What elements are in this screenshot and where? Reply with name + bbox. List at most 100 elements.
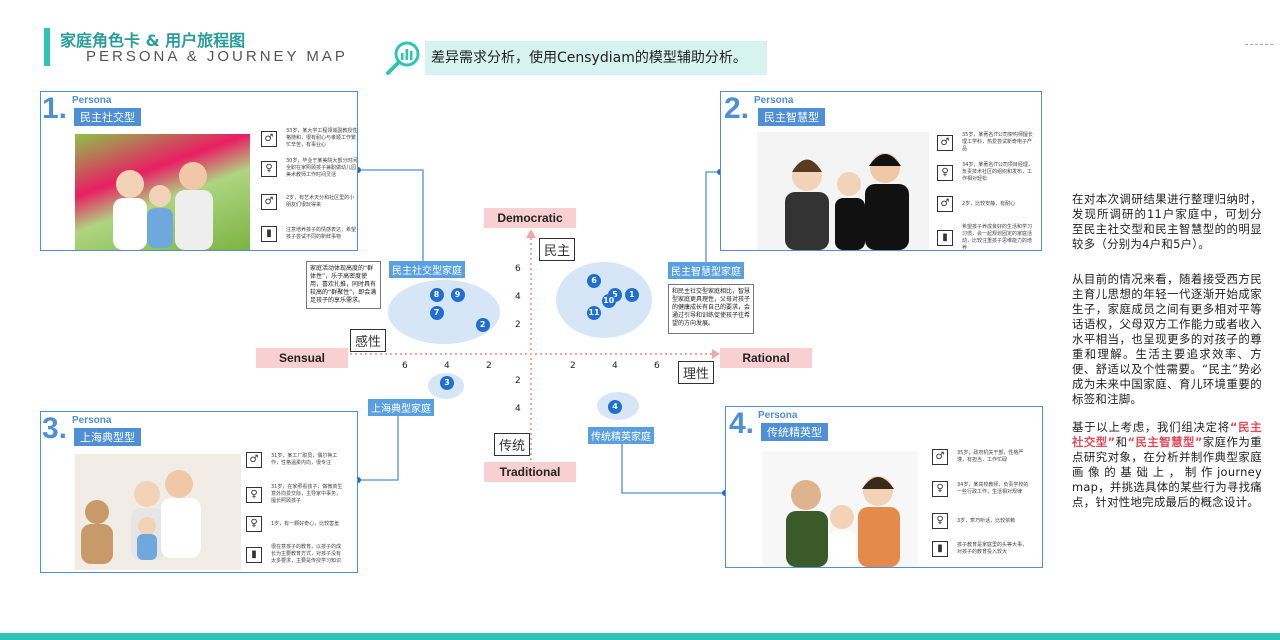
persona-label: Persona [758, 410, 798, 421]
p3-text-a: 基于以上考虑，我们组决定将 [1072, 420, 1230, 434]
x-tick-label: 4 [612, 361, 618, 371]
trait-text: 30岁，毕业于某美院大部分时间全职在家照顾孩子兼职做幼儿园美术教师工作时间灵活 [286, 158, 358, 178]
summary-paragraph-1: 在对本次调研结果进行整理归纳时，发现所调研的11户家庭中，可划分至民主社交型和民… [1072, 192, 1262, 251]
persona-photo [75, 454, 241, 570]
summary-paragraph-3: 基于以上考虑，我们组决定将“民主社交型”和“民主智慧型”家庭作为重点研究对象，在… [1072, 420, 1262, 510]
callout-banner: 差异需求分析，使用Censydiam的模型辅助分析。 [425, 41, 767, 75]
data-point: 8 [429, 288, 444, 303]
family-photo-illustration [785, 153, 909, 250]
trait-row: ♂ 2岁，比较安静，有耐心 [937, 196, 1034, 212]
trait-text: 希望孩子养成良好的生活和学习习惯，会一起规划固定的家庭活动，比较注重孩子思维能力… [962, 224, 1033, 251]
persona-type-tag: 上海典型型 [74, 428, 141, 446]
persona-number: 4. [729, 407, 755, 440]
family-photo-illustration [786, 476, 900, 567]
persona-label: Persona [72, 95, 112, 106]
persona-label: Persona [72, 415, 112, 426]
x-tick-label: 2 [570, 361, 576, 371]
child-icon: ♀ [246, 516, 262, 532]
persona-photo [757, 132, 929, 250]
trait-text: 孩子教育是家庭里的头等大事，对孩子的教育投入较大 [957, 542, 1028, 555]
x-tick-label: 2 [486, 361, 492, 371]
trait-row: ♀ 31岁，在家照看孩子，做微商生意外向爱交际，主导家中事务，擅长照顾孩子 [246, 484, 343, 505]
child-icon: ♂ [937, 196, 953, 212]
axis-cn-bottom: 传统 [494, 433, 531, 456]
bottom-accent-strip [0, 633, 1280, 640]
trait-text: 2岁，比较安静，有耐心 [962, 200, 1016, 207]
p3-text-c: 家庭作为重点研究对象，在分析并制作典型家庭画像的基础上，制作journey ma… [1072, 435, 1262, 509]
persona-photo [75, 134, 250, 250]
trait-row: ♀ 34岁，某著名IT公司项目经理，负责技术社区的组织和发布，工作相对轻松 [937, 162, 1034, 183]
trait-text: 34岁，某高校教师，负责学校的一些行政工作，生活相对规律 [957, 482, 1029, 495]
x-tick-label: 6 [402, 361, 408, 371]
father-icon: ♂ [937, 134, 953, 151]
trait-text: 31岁，在家照看孩子，做微商生意外向爱交际，主导家中事务，擅长照顾孩子 [271, 484, 343, 504]
family-icon: ▮ [932, 541, 948, 557]
note-tl: 家庭活动体现高度的“群体性”，乐于高密度使用，喜欢扎推，同时具有较高的“群聚性”… [306, 261, 381, 309]
data-point: 9 [450, 288, 465, 303]
data-point: 2 [475, 317, 490, 332]
header-accent-bar [44, 28, 50, 66]
father-icon: ♂ [932, 449, 948, 465]
highlight-democratic-social: “民主社交型” [1072, 420, 1263, 449]
y-tick-label: 6 [515, 264, 521, 274]
group-label-bl: 上海典型家庭 [368, 399, 434, 416]
family-icon: ▮ [261, 226, 277, 242]
trait-text: 35岁，某著名IT公司架构师擅长理工学科，热爱尝试新奇电子产品 [962, 132, 1033, 152]
trait-row: ♂ 35岁，某著名IT公司架构师擅长理工学科，热爱尝试新奇电子产品 [937, 132, 1034, 153]
y-tick-label: 4 [515, 292, 521, 302]
persona-card-3: 3. Persona 上海典型型 ♂31岁，某工厂职员，偶尔换工作，性格温柔内向… [40, 411, 358, 573]
trait-row: ♀ 34岁，某高校教师，负责学校的一些行政工作，生活相对规律 [932, 481, 1029, 497]
trait-row: ▮ 孩子教育是家庭里的头等大事，对孩子的教育投入较大 [932, 541, 1029, 557]
family-photo-illustration [81, 470, 201, 564]
axis-label-bottom: Traditional [484, 462, 576, 482]
trait-row: ♀3岁，乖巧听话，比较依赖 [932, 513, 1029, 529]
page-title: 家庭角色卡 & 用户旅程图 [60, 31, 246, 50]
trait-text: 34岁，某著名IT公司项目经理，负责技术社区的组织和发布，工作相对轻松 [962, 162, 1033, 182]
trait-row: ♂2岁，有艺术天分和社区里的小朋友们很玩得来 [261, 194, 358, 210]
mother-icon: ♀ [932, 481, 948, 497]
persona-type-tag: 民主智慧型 [758, 108, 825, 126]
page-subtitle: PERSONA & JOURNEY MAP [86, 48, 348, 65]
p3-text-b: 和 [1115, 435, 1128, 449]
persona-type-tag: 传统精英型 [761, 423, 828, 441]
y-tick-label: 2 [515, 376, 521, 386]
family-icon: ▮ [937, 230, 953, 246]
trait-text: 注意培养孩子的情感表达，希望孩子尝试不同的新鲜事物 [286, 227, 357, 240]
data-point: 4 [608, 399, 622, 414]
data-point: 3 [440, 376, 454, 391]
trait-text: 35岁，政府机关干部，性格严谨，有担当，工作忙碌 [957, 450, 1024, 463]
father-icon: ♂ [261, 130, 277, 147]
trait-row: ▮ 希望孩子养成良好的生活和学习习惯，会一起规划固定的家庭活动，比较注重孩子思维能… [937, 224, 1034, 252]
axis-cn-right: 理性 [678, 361, 715, 384]
data-point: 1 [624, 288, 639, 303]
persona-card-2: 2. Persona 民主智慧型 ♂ 35岁，某著名IT公司架构师擅长理工学科，热… [720, 91, 1042, 251]
persona-number: 2. [724, 92, 750, 125]
trait-text: 3岁，乖巧听话，比较依赖 [957, 517, 1016, 524]
note-tr: 和民主社交型家庭相比，智慧型家庭更具理性，父母对孩子的健康成长有自己的要求，会通… [668, 284, 754, 334]
trait-row: ▮ 注意培养孩子的情感表达，希望孩子尝试不同的新鲜事物 [261, 226, 358, 242]
trait-text: 很在意孩子的教育，以孩子的成长为主要教育方式，对孩子没有太多要求，主要是传授学习… [271, 544, 342, 564]
persona-type-tag: 民主社交型 [74, 108, 141, 126]
divider [1245, 44, 1273, 45]
persona-number: 3. [42, 412, 68, 445]
data-point: 7 [429, 305, 444, 320]
axis-cn-top: 民主 [539, 238, 576, 261]
trait-row: ♂33岁，某大学工程领域副教授性格随和，很有耐心与孝顺工作繁忙辛苦，有事业心 [261, 128, 358, 149]
analysis-magnifier-icon [386, 41, 420, 75]
axis-label-top: Democratic [484, 208, 576, 228]
trait-text: 1岁，有一颗好奇心，比较害羞 [271, 520, 340, 527]
persona-number: 1. [42, 92, 68, 125]
trait-row: ♀30岁，毕业于某美院大部分时间全职在家照顾孩子兼职做幼儿园美术教师工作时间灵活 [261, 158, 358, 179]
trait-text: 31岁，某工厂职员，偶尔换工作，性格温柔内向，很专注 [271, 453, 338, 466]
trait-row: ♂31岁，某工厂职员，偶尔换工作，性格温柔内向，很专注 [246, 452, 343, 468]
family-photo-illustration [113, 162, 213, 250]
mother-icon: ♀ [246, 486, 262, 503]
y-tick-label: 2 [515, 320, 521, 330]
highlight-democratic-wise: “民主智慧型” [1127, 435, 1203, 449]
axis-label-left: Sensual [256, 348, 348, 368]
persona-card-1: 1. Persona 民主社交型 ♂33岁，某大学工程领域副教授性格随和，很有耐… [40, 91, 358, 251]
persona-label: Persona [754, 95, 794, 106]
x-tick-label: 6 [654, 361, 660, 371]
mother-icon: ♀ [937, 164, 953, 181]
